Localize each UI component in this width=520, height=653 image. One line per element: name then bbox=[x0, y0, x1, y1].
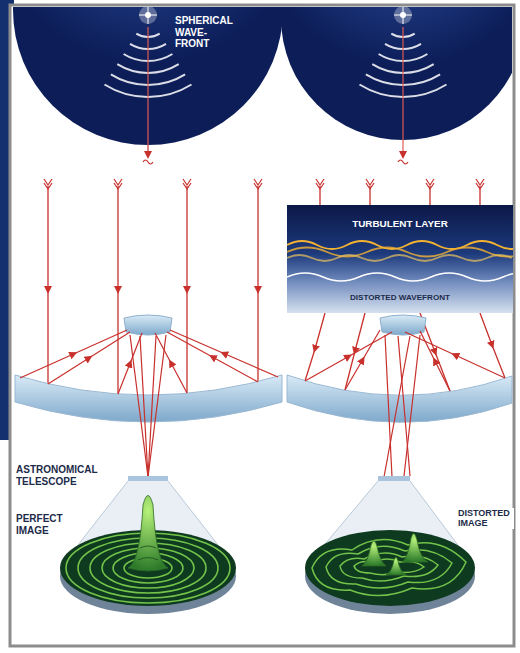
image-label: PERFECT IMAGE bbox=[16, 513, 76, 536]
layer-label: TURBULENT LAYER bbox=[287, 218, 513, 229]
wavefront-label: SPHERICAL WAVE-FRONT bbox=[175, 15, 239, 50]
image-label: DISTORTED IMAGE bbox=[458, 508, 514, 529]
wavefront-circle: SPHERICAL WAVE-FRONT bbox=[13, 7, 283, 145]
turbulent-layer-band: TURBULENT LAYER DISTORTED WAVEFRONT bbox=[287, 205, 513, 313]
wavefront-label: DISTORTED WAVEFRONT bbox=[287, 293, 513, 302]
spherical-wavefront-sky bbox=[13, 7, 283, 145]
telescope-label: ASTRONOMICAL TELESCOPE bbox=[16, 464, 116, 487]
